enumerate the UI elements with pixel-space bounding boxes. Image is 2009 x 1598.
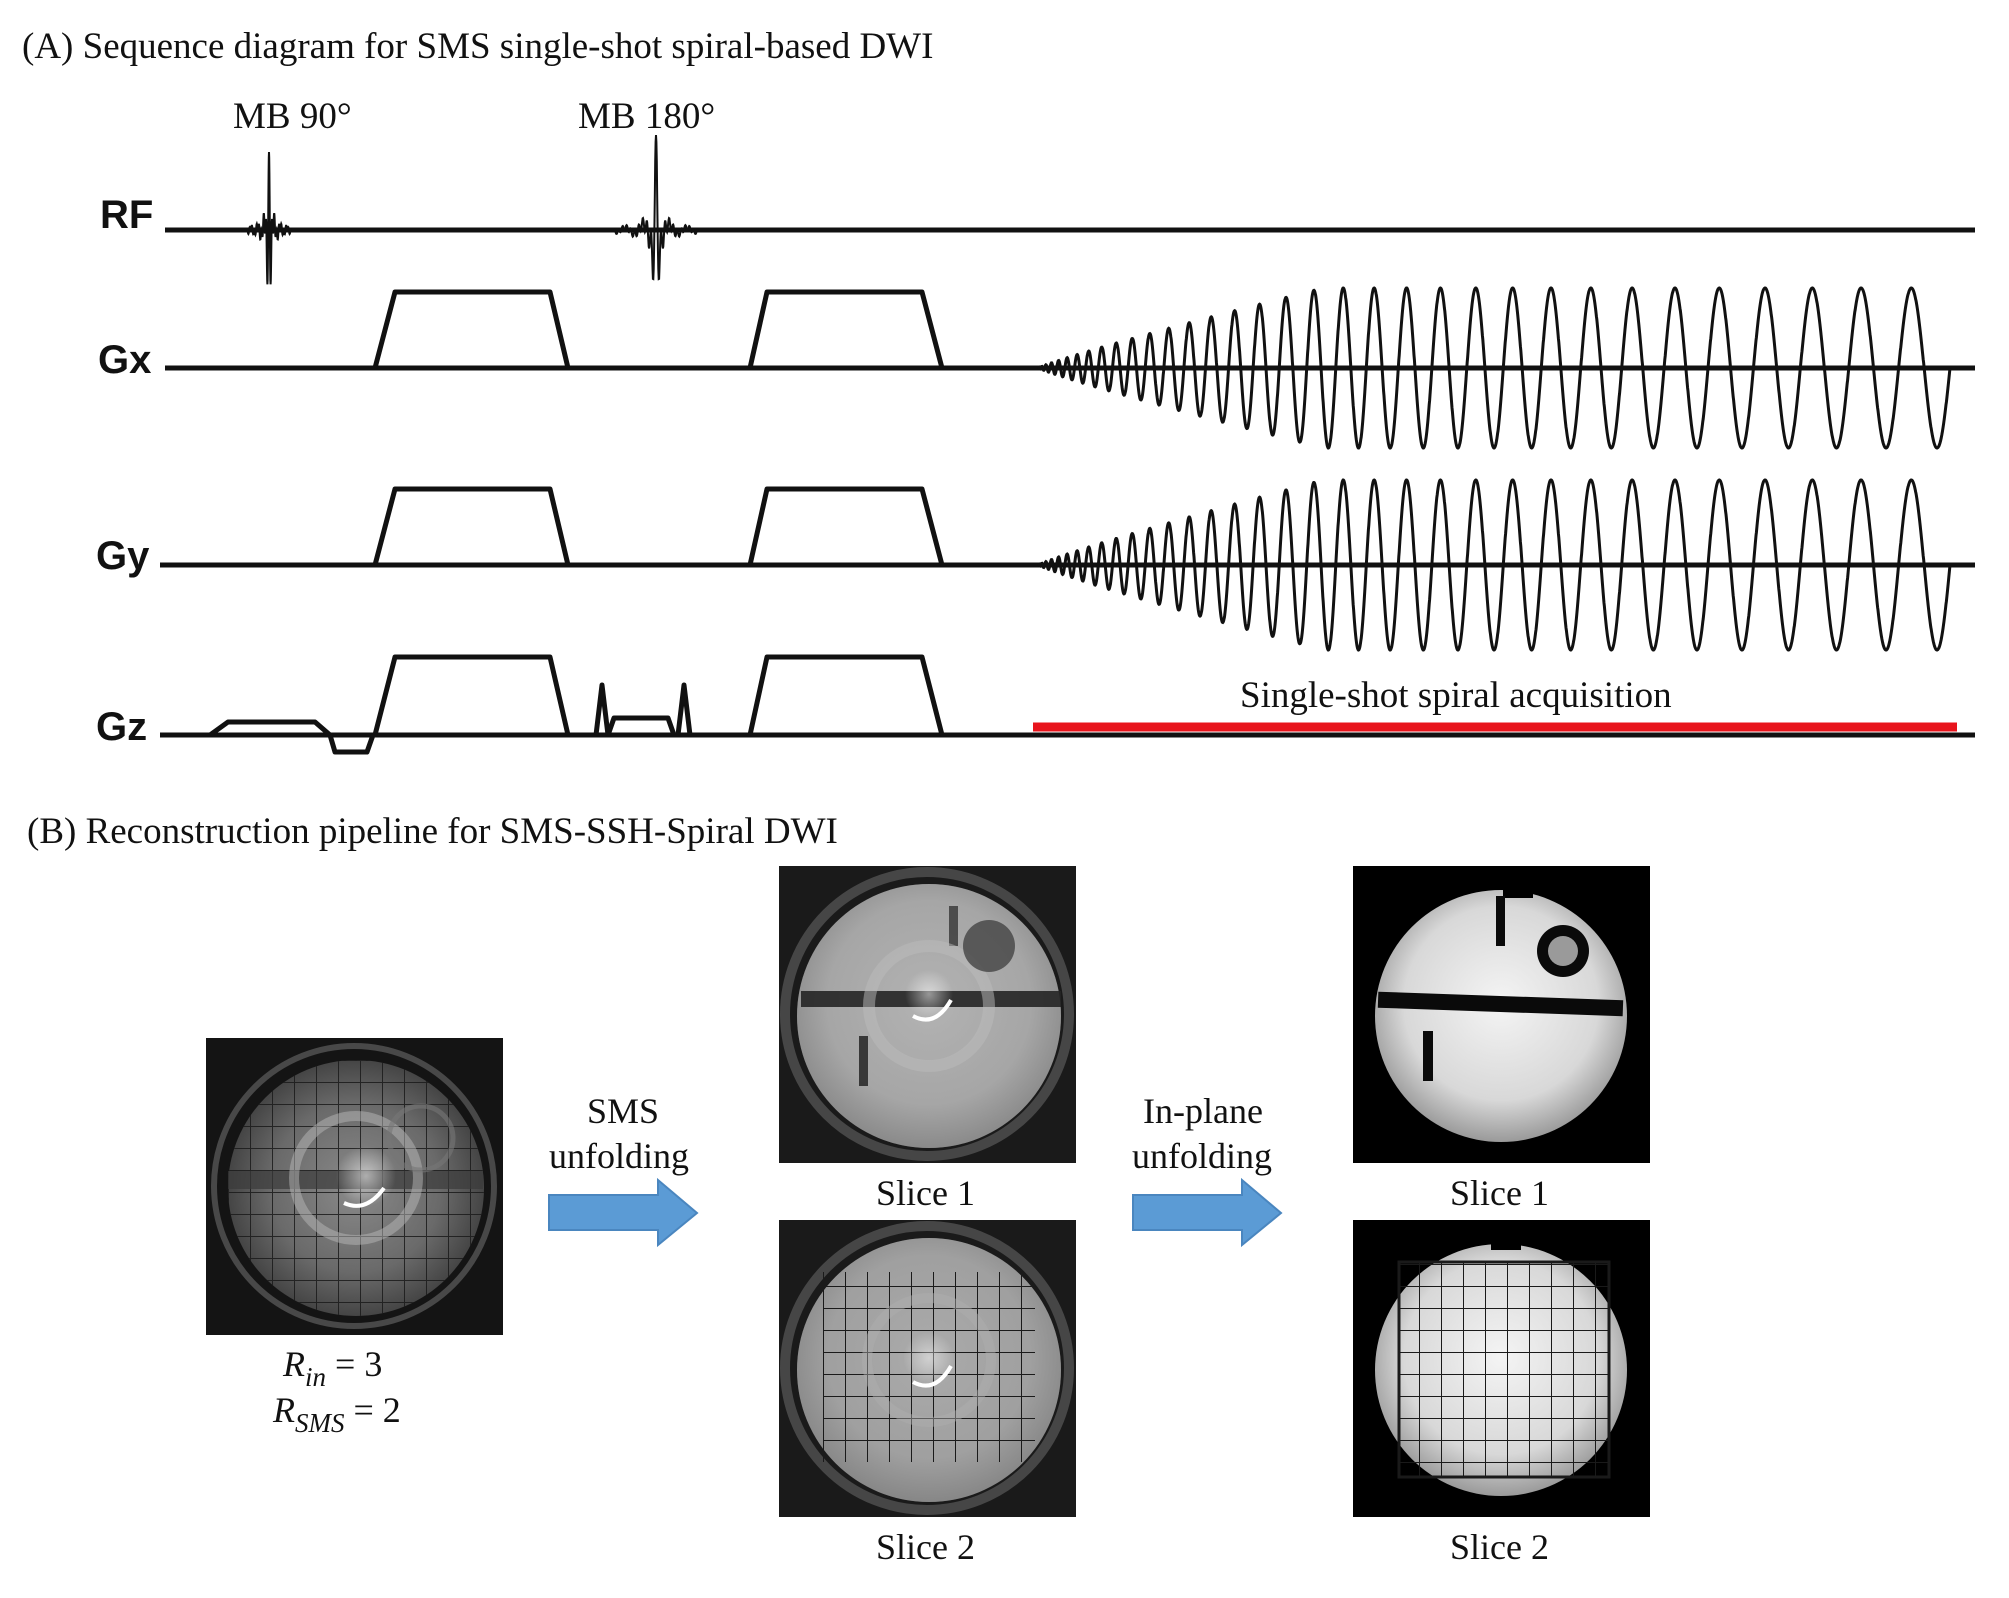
step1-label-line2: unfolding [549,1136,689,1176]
panel-b-reconstruction-pipeline: (B) Reconstruction pipeline for SMS-SSH-… [27,811,1650,1567]
step2-arrow [1133,1180,1281,1245]
gz-rephaser [330,735,373,752]
final-slice1-label: Slice 1 [1450,1173,1549,1213]
rf-pulse-180 [614,135,698,279]
step2-label-line2: unfolding [1132,1136,1272,1176]
channel-label-gy: Gy [96,534,150,578]
rf-label-mb90: MB 90° [233,96,352,137]
channel-label-rf: RF [100,193,153,237]
final-slice1-image [1353,866,1650,1163]
step1-label-line1: SMS [587,1091,659,1131]
gx-diffusion-lobe-2 [750,292,942,368]
input-aliased-image [206,1038,503,1335]
panel-a-title: (A) Sequence diagram for SMS single-shot… [22,26,933,67]
final-slice2-image [1353,1220,1650,1517]
gy-diffusion-lobe-2 [750,489,942,565]
step1-arrow [549,1180,697,1245]
gz-refocus-select [608,718,674,735]
sms-slice1-label: Slice 1 [876,1173,975,1213]
rf-label-mb180: MB 180° [578,96,715,137]
gz-diffusion-lobe-2 [750,657,942,735]
sms-slice2-label: Slice 2 [876,1527,975,1567]
channel-label-gz: Gz [96,705,147,749]
gz-crusher-right [678,685,690,735]
gx-diffusion-lobe-1 [375,292,568,368]
gy-diffusion-lobe-1 [375,489,568,565]
sms-unfolded-slice1-image [779,866,1076,1163]
gz-diffusion-lobe-1 [375,657,568,735]
panel-b-title: (B) Reconstruction pipeline for SMS-SSH-… [27,811,838,852]
input-r-in-label: Rin = 3 [282,1344,382,1392]
final-slice2-label: Slice 2 [1450,1527,1549,1567]
sms-unfolded-slice2-image [779,1220,1076,1517]
step2-label-line1: In-plane [1143,1091,1263,1131]
rf-pulse-90 [247,152,291,284]
gz-crusher-left [596,685,608,735]
channel-label-gx: Gx [98,338,151,382]
input-r-sms-label: RSMS = 2 [272,1390,401,1438]
acquisition-label: Single-shot spiral acquisition [1240,675,1672,716]
panel-a-sequence-diagram: (A) Sequence diagram for SMS single-shot… [22,26,1975,752]
